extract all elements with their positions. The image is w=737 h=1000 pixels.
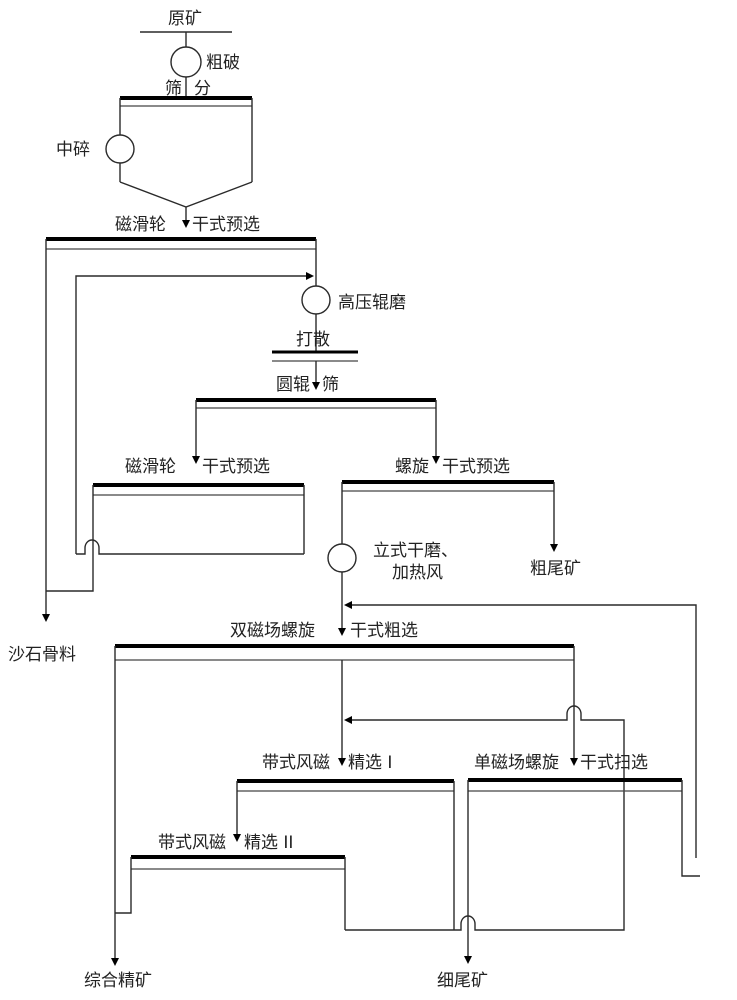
spiral-pre-label-right: 干式预选 — [442, 457, 510, 477]
belt-2-left-out — [115, 857, 132, 914]
dual-field-label-left: 双磁场螺旋 — [230, 621, 315, 641]
sand-aggregate-label: 沙石骨料 — [8, 645, 76, 665]
mp2-left-out — [46, 485, 94, 592]
belt-2-label-left: 带式风磁 — [158, 833, 226, 853]
magnetic-pulley-1-label-left: 磁滑轮 — [115, 215, 166, 235]
vertical-mill-label-1: 立式干磨、 — [373, 541, 458, 561]
raw-ore-label: 原矿 — [168, 9, 202, 29]
arrow-belt-2 — [233, 834, 241, 842]
arrow-belt-1 — [338, 758, 346, 766]
recycle-loop-1 — [75, 275, 306, 554]
medium-crush-label: 中碎 — [56, 140, 90, 160]
belt-tail-line — [454, 860, 625, 931]
belt-1-label-left: 带式风磁 — [262, 753, 330, 773]
single-field-label-right: 干式扫选 — [580, 753, 648, 773]
arrow-recycle-1 — [306, 272, 314, 280]
magnetic-pulley-1-label-right: 干式预选 — [192, 215, 260, 235]
spiral-pre-label-left: 螺旋 — [395, 457, 429, 477]
final-concentrate-label: 综合精矿 — [84, 971, 152, 991]
roller-screen-label-right: 筛 — [322, 375, 339, 395]
hpgr-node — [301, 285, 331, 315]
belt-1-label-right: 精选 I — [348, 753, 392, 773]
arrow-concentrate — [111, 958, 119, 966]
arrow-single-field — [570, 758, 578, 766]
coarse-tailings-label: 粗尾矿 — [530, 559, 581, 579]
arrow-sand — [42, 614, 50, 622]
arrow-recycle-2 — [344, 601, 352, 609]
screen-label-right: 分 — [194, 79, 211, 99]
coarse-crush-label: 粗破 — [206, 53, 240, 73]
arrow-coarse-tail — [550, 544, 558, 552]
hpgr-label: 高压辊磨 — [338, 293, 406, 313]
single-field-label-left: 单磁场螺旋 — [474, 753, 559, 773]
vertical-mill-label-2: 加热风 — [392, 563, 443, 583]
vertical-mill-node — [327, 543, 357, 573]
arrow-down-1 — [182, 220, 190, 228]
arrow-fine-tail — [464, 956, 472, 964]
coarse-crusher-node — [170, 46, 202, 78]
medium-crusher-node — [105, 134, 135, 164]
dual-field-label-right: 干式粗选 — [350, 621, 418, 641]
recycle-loop-3 — [352, 705, 625, 860]
recycle-loop-2 — [352, 604, 697, 858]
mp2-bottom-with-hop — [76, 539, 304, 555]
belt-2-label-right: 精选 II — [244, 833, 293, 853]
funnel — [119, 181, 253, 208]
magnetic-pulley-2-label-left: 磁滑轮 — [125, 457, 176, 477]
arrow-dual-field — [338, 628, 346, 636]
arrow-recycle-3 — [344, 716, 352, 724]
arrow-roller-screen — [312, 382, 320, 390]
fine-tailings-label: 细尾矿 — [437, 971, 488, 991]
roller-screen-label-left: 圆辊 — [276, 375, 310, 395]
arrow-mp2 — [192, 456, 200, 464]
scatter-label: 打散 — [296, 330, 330, 350]
single-field-right — [681, 780, 700, 877]
screen-label-left: 筛 — [165, 79, 182, 99]
arrow-spiral-pre — [432, 456, 440, 464]
magnetic-pulley-2-label-right: 干式预选 — [202, 457, 270, 477]
